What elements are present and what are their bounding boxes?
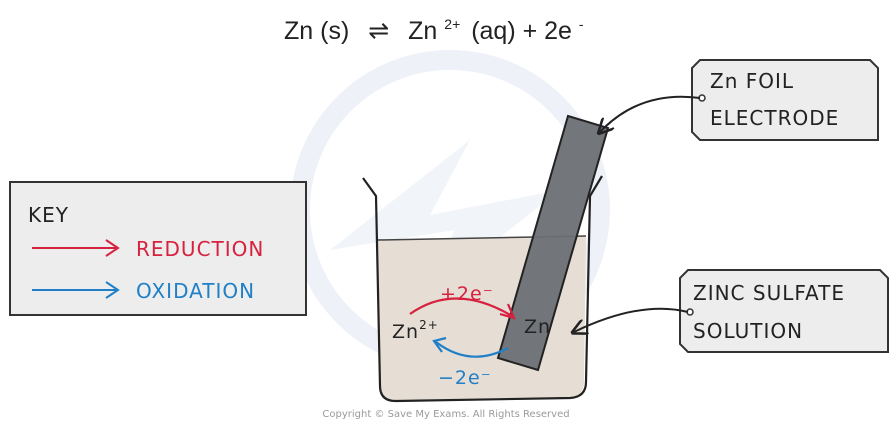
equation-zn-charge: 2+ [444,16,460,32]
key-title: KEY [28,203,69,227]
equation-zn-ion: Zn [408,17,437,45]
oxidation-curve-arrow-icon [435,341,509,358]
equation-right-rest: (aq) + 2e [471,17,572,45]
solution-label: ZINC SULFATE SOLUTION [679,269,889,353]
oxidation-arrowhead-icon [432,336,447,353]
foil-label-line2: ELECTRODE [710,106,839,130]
reduction-arrowhead-icon [499,303,516,320]
copyright-text: Copyright © Save My Exams. All Rights Re… [322,409,569,420]
zinc-ion-label: Zn2+ [392,318,439,343]
beaker-outline [362,175,603,403]
zinc-metal-label: Zn [524,316,551,338]
half-equation: Zn (s) ⇌ Zn 2+ (aq) + 2e - [284,7,584,45]
foil-label-line1: Zn FOIL [710,69,794,93]
equation-electron-charge: - [579,16,584,32]
key-oxidation-label: OXIDATION [136,279,255,303]
solution-pointer-arrow [574,307,689,332]
solution-label-line1: ZINC SULFATE [693,281,845,305]
zinc-foil-electrode [496,114,610,372]
lose-electrons-label: −2e⁻ [438,367,492,389]
reduction-curve-arrow-icon [409,297,513,317]
equation-left: Zn (s) [284,17,349,45]
key-box: KEY REDUCTION OXIDATION [9,181,307,316]
oxidation-arrow-icon [32,281,120,299]
foil-electrode-label: Zn FOIL ELECTRODE [691,59,879,141]
gain-electrons-label: +2e⁻ [440,283,494,305]
key-reduction-label: REDUCTION [136,237,264,261]
foil-pointer-arrow [600,95,701,132]
reduction-arrow-icon [32,239,120,257]
equilibrium-arrow-icon: ⇌ [368,17,389,45]
svg-text:Zn (s) ⇌ Zn: Zn (s) ⇌ Zn 2+ (aq) + 2e - [284,7,584,45]
solution-label-line2: SOLUTION [693,319,803,343]
